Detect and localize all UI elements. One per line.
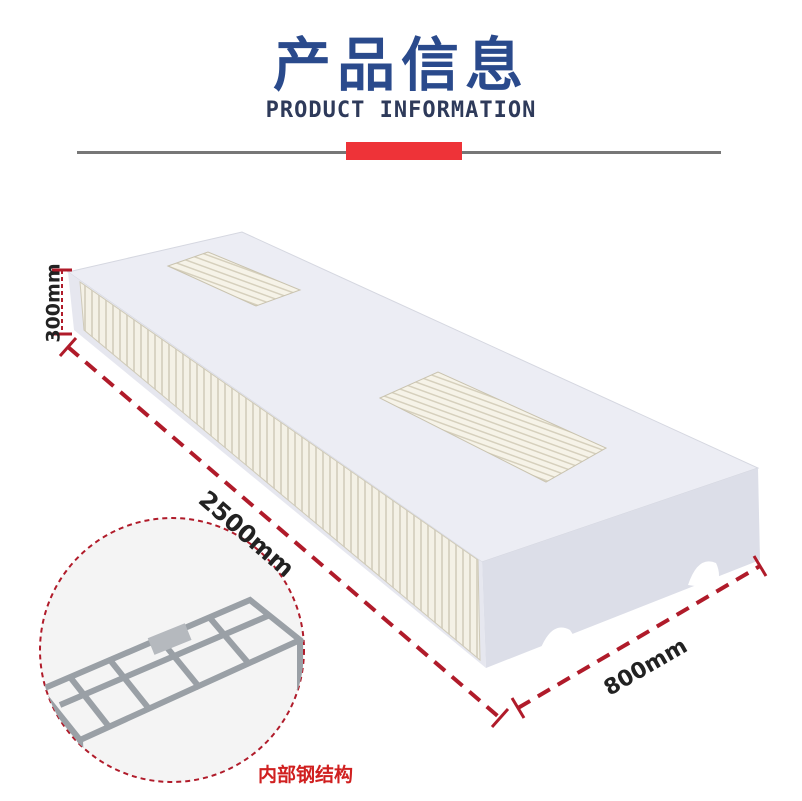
divider-accent (346, 142, 462, 160)
dimension-height-label: 300mm (42, 263, 65, 343)
page-subtitle: PRODUCT INFORMATION (265, 98, 537, 123)
block-end-face (482, 468, 760, 668)
top-vent-1 (166, 251, 302, 307)
end-notch (540, 627, 576, 658)
louver-panel (79, 280, 481, 662)
page-title: 产品信息 (272, 31, 529, 99)
end-notch (688, 561, 719, 589)
dimension-lines (61, 270, 762, 720)
inset-label: 内部钢结构 (258, 764, 354, 786)
steel-frame (40, 596, 304, 782)
top-vent-2 (378, 371, 608, 483)
